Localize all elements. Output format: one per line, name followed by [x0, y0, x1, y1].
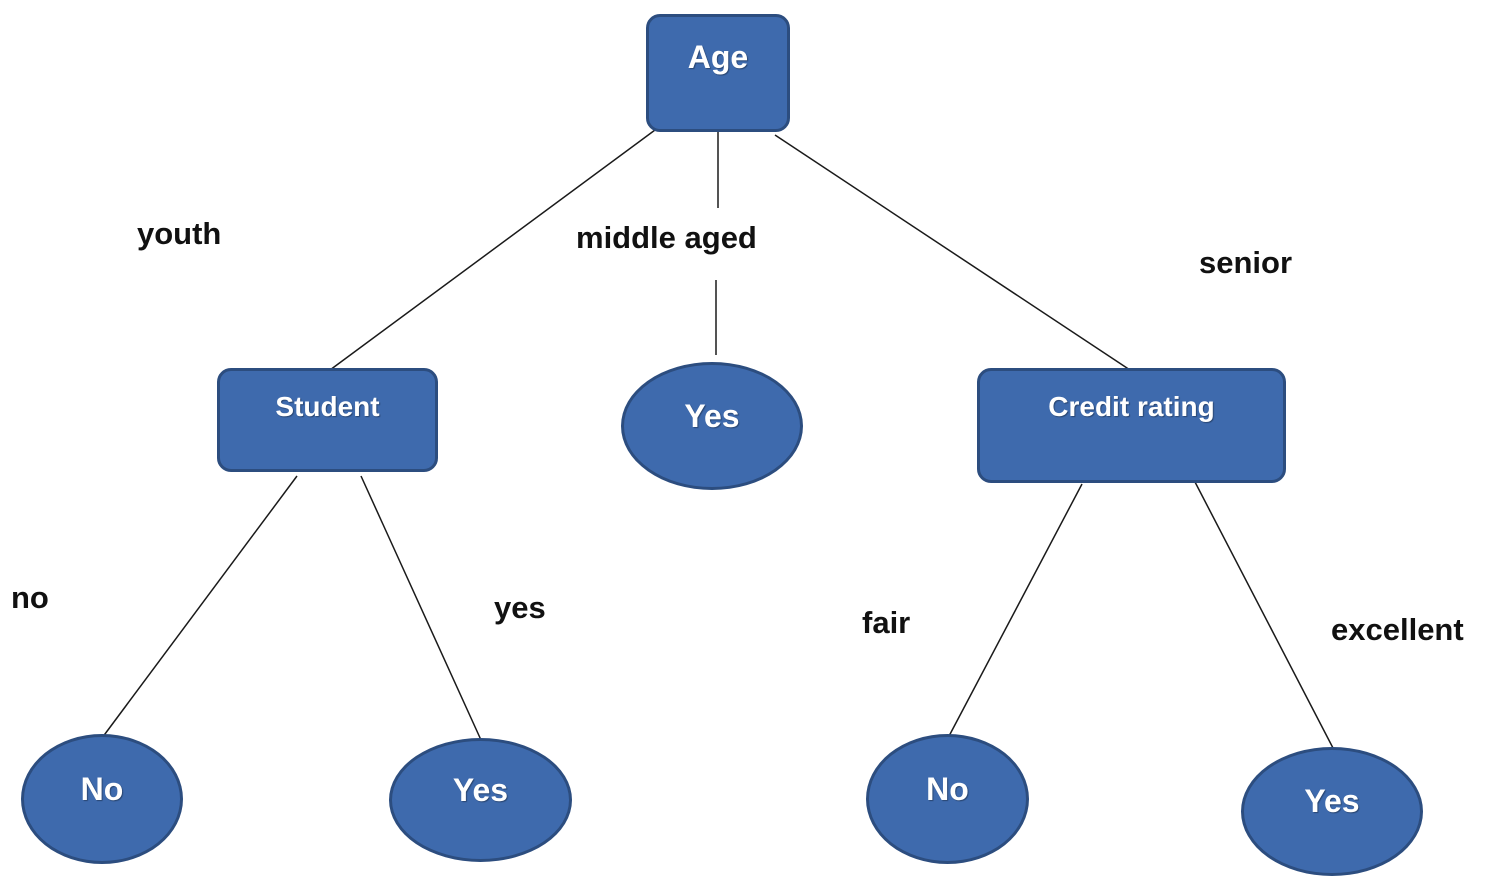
leaf-middle-aged-yes: Yes — [621, 362, 803, 490]
edge-label-yes: yes — [494, 590, 546, 625]
leaf-credit-excellent-yes: Yes — [1241, 747, 1423, 876]
node-student: Student — [217, 368, 438, 472]
edge-label-senior: senior — [1199, 245, 1293, 280]
leaf-credit-fair-no: No — [866, 734, 1029, 864]
edge-student-yes — [360, 475, 482, 741]
leaf-student-yes: Yes — [389, 738, 572, 862]
node-credit-rating: Credit rating — [977, 368, 1286, 483]
edge-age-student — [329, 129, 656, 371]
leaf-middle-aged-yes-label: Yes — [684, 397, 740, 434]
edge-credit-excellent — [1194, 481, 1334, 749]
edge-label-no: no — [11, 580, 49, 615]
edge-label-youth: youth — [137, 216, 222, 251]
node-age-label: Age — [687, 39, 749, 75]
leaf-student-yes-label: Yes — [452, 771, 509, 808]
node-age: Age — [646, 14, 790, 132]
leaf-student-no-label: No — [80, 770, 124, 807]
node-credit-rating-label: Credit rating — [1048, 391, 1215, 422]
edge-age-credit-rating — [774, 134, 1131, 371]
leaf-student-no: No — [21, 734, 183, 864]
leaf-credit-excellent-yes-label: Yes — [1304, 783, 1360, 819]
edge-student-no — [101, 475, 298, 739]
leaf-credit-fair-no-label: No — [926, 770, 969, 807]
edge-credit-fair — [947, 483, 1083, 739]
edge-label-excellent: excellent — [1331, 612, 1464, 647]
edge-label-fair: fair — [862, 605, 911, 640]
node-student-label: Student — [275, 391, 380, 422]
edge-label-middle-aged: middle aged — [576, 220, 757, 255]
